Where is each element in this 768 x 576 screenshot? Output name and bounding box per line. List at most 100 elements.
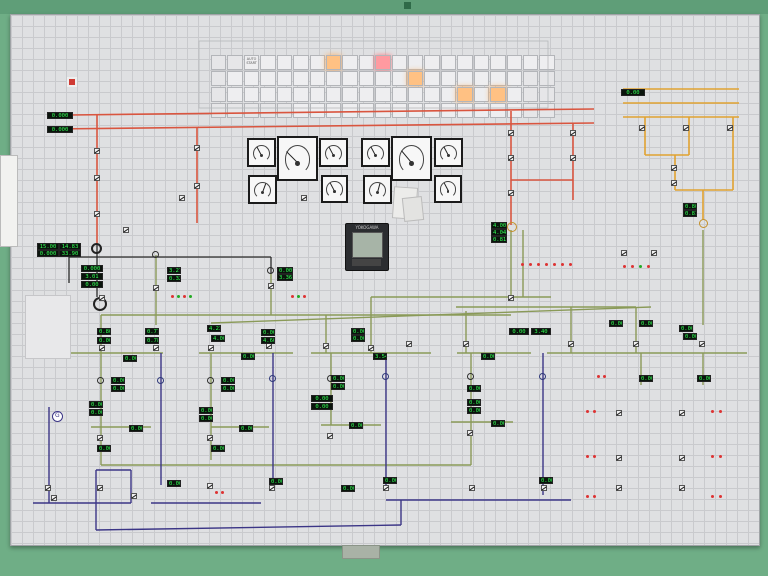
breaker-switch-icon[interactable]: [123, 227, 129, 233]
transformer-icon: [91, 243, 102, 254]
breaker-switch-icon[interactable]: [633, 341, 639, 347]
breaker-switch-icon[interactable]: [469, 485, 475, 491]
digital-reading: 0.00: [467, 407, 481, 414]
breaker-switch-icon[interactable]: [463, 341, 469, 347]
breaker-switch-icon[interactable]: [153, 345, 159, 351]
annunciator-window: [391, 55, 408, 70]
breaker-switch-icon[interactable]: [94, 211, 100, 217]
digital-reading: 0.00: [221, 377, 235, 384]
breaker-switch-icon[interactable]: [683, 125, 689, 131]
digital-reading: 0.80: [97, 328, 111, 335]
breaker-switch-icon[interactable]: [207, 435, 213, 441]
breaker-switch-icon[interactable]: [179, 195, 185, 201]
breaker-switch-icon[interactable]: [208, 345, 214, 351]
indicator-lamp-icon: [711, 410, 714, 413]
transformer-icon: [507, 222, 517, 232]
annunciator-window: [440, 87, 457, 102]
breaker-switch-icon[interactable]: [368, 345, 374, 351]
transformer-icon: [207, 377, 214, 384]
breaker-switch-icon[interactable]: [508, 190, 514, 196]
breaker-switch-icon[interactable]: [671, 180, 677, 186]
breaker-switch-icon[interactable]: [97, 435, 103, 441]
breaker-switch-icon[interactable]: [207, 483, 213, 489]
breaker-switch-icon[interactable]: [301, 195, 307, 201]
breaker-switch-icon[interactable]: [699, 341, 705, 347]
annunciator-window: [375, 103, 391, 118]
breaker-switch-icon[interactable]: [679, 410, 685, 416]
digital-reading: 0.000: [47, 112, 73, 119]
breaker-switch-icon[interactable]: [508, 130, 514, 136]
breaker-switch-icon[interactable]: [94, 175, 100, 181]
breaker-switch-icon[interactable]: [671, 165, 677, 171]
chart-recorder-icon[interactable]: YOKOGAWA: [345, 223, 389, 271]
transformer-icon: [269, 375, 276, 382]
breaker-switch-icon[interactable]: [616, 410, 622, 416]
recorder-keypad[interactable]: [352, 259, 381, 266]
breaker-switch-icon[interactable]: [153, 285, 159, 291]
annunciator-window: [506, 87, 523, 102]
transformer-icon: [699, 219, 708, 228]
breaker-switch-icon[interactable]: [94, 148, 100, 154]
breaker-switch-icon[interactable]: [327, 433, 333, 439]
digital-reading: 0.00: [111, 377, 125, 384]
breaker-switch-icon[interactable]: [131, 493, 137, 499]
breaker-switch-icon[interactable]: [508, 295, 514, 301]
breaker-switch-icon[interactable]: [194, 145, 200, 151]
annunciator-window: [309, 87, 325, 102]
breaker-switch-icon[interactable]: [99, 345, 105, 351]
breaker-switch-icon[interactable]: [323, 343, 329, 349]
breaker-switch-icon[interactable]: [467, 430, 473, 436]
breaker-switch-icon[interactable]: [268, 283, 274, 289]
breaker-switch-icon[interactable]: [97, 485, 103, 491]
annunciator-window: [358, 55, 375, 70]
annunciator-window: [211, 87, 227, 102]
breaker-switch-icon[interactable]: [639, 125, 645, 131]
annunciator-window: [457, 71, 473, 86]
mv-bus-olive: [59, 230, 747, 466]
breaker-switch-icon[interactable]: [51, 495, 57, 501]
digital-reading: 0.00: [481, 353, 495, 360]
breaker-switch-icon[interactable]: [508, 155, 514, 161]
alarm-reset-knob[interactable]: [67, 77, 77, 87]
breaker-switch-icon[interactable]: [651, 250, 657, 256]
breaker-switch-icon[interactable]: [616, 485, 622, 491]
breaker-switch-icon[interactable]: [679, 485, 685, 491]
annunciator-window: [342, 103, 358, 118]
digital-reading: 0.80: [683, 203, 697, 210]
breaker-switch-icon[interactable]: [679, 455, 685, 461]
breaker-switch-icon[interactable]: [383, 485, 389, 491]
annunciator-window: [342, 55, 358, 70]
breaker-switch-icon[interactable]: [99, 295, 105, 301]
digital-reading: 4.60: [261, 337, 275, 344]
breaker-switch-icon[interactable]: [621, 250, 627, 256]
breaker-switch-icon[interactable]: [727, 125, 733, 131]
breaker-switch-icon[interactable]: [570, 155, 576, 161]
digital-reading: 4.23: [207, 325, 221, 332]
annunciator-window: [260, 55, 276, 70]
annunciator-window: [506, 55, 523, 70]
indicator-lamp-icon: [593, 455, 596, 458]
annunciator-window: [424, 71, 440, 86]
digital-reading: 0.00: [89, 401, 103, 408]
indicator-lamp-icon: [593, 410, 596, 413]
breaker-switch-icon[interactable]: [194, 183, 200, 189]
breaker-switch-icon[interactable]: [616, 455, 622, 461]
digital-reading: 0.00: [269, 478, 283, 485]
digital-reading: 15.00: [37, 243, 59, 250]
analog-meter-icon: [361, 138, 390, 167]
breaker-switch-icon[interactable]: [568, 341, 574, 347]
annunciator-window: [539, 87, 555, 102]
breaker-switch-icon[interactable]: [269, 485, 275, 491]
breaker-switch-icon[interactable]: [541, 485, 547, 491]
breaker-switch-icon[interactable]: [406, 341, 412, 347]
breaker-switch-icon[interactable]: [570, 130, 576, 136]
annunciator-window: [539, 103, 555, 118]
annunciator-window: [243, 103, 260, 118]
annunciator-window: [293, 71, 309, 86]
analog-meter-icon: [247, 138, 276, 167]
digital-reading: 0.000: [81, 265, 103, 272]
digital-reading: 3.36: [277, 274, 293, 281]
digital-reading: 0.00: [679, 325, 693, 332]
digital-reading: 3.01: [81, 273, 103, 280]
breaker-switch-icon[interactable]: [45, 485, 51, 491]
